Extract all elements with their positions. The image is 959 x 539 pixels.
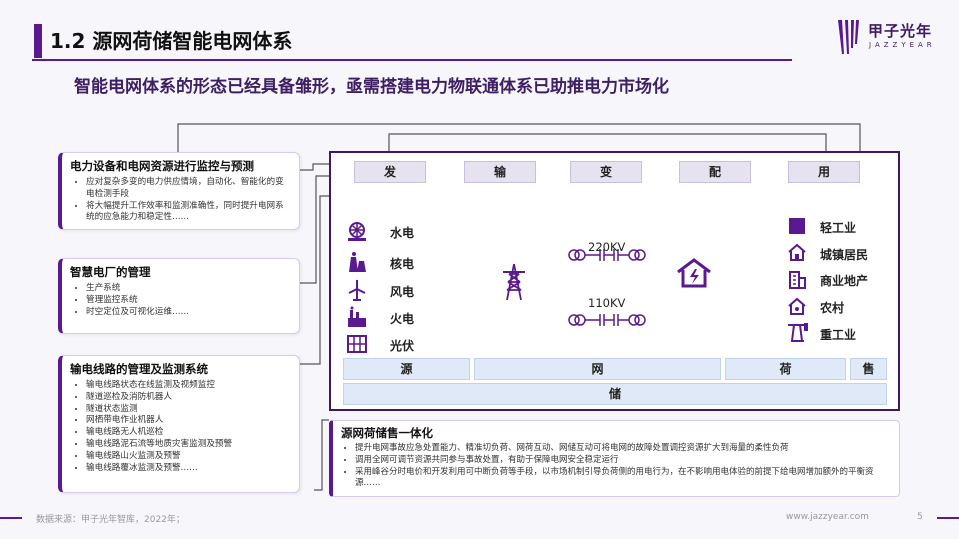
consumer-label-light-industry: 轻工业 [820, 221, 857, 235]
stage-transmit: 输 [464, 161, 536, 183]
panel-item: 生产系统 [86, 283, 291, 295]
panel-item: 输电线路山火监测及预警 [86, 451, 291, 463]
consumer-label-rural: 农村 [820, 301, 845, 315]
solar-panel-icon [347, 335, 367, 353]
voltage-220: 220KV [588, 240, 626, 254]
band-sale: 售 [850, 358, 887, 380]
commercial-building-icon [789, 271, 806, 289]
logo-mark-icon [838, 20, 859, 54]
transmission-tower-icon [503, 263, 525, 301]
gen-label-thermal: 火电 [390, 312, 415, 326]
rural-house-icon [788, 297, 806, 315]
brand-logo: 甲子光年 JAZZYEAR [836, 18, 946, 58]
panel-item: 输电线路无人机巡检 [86, 427, 291, 439]
voltage-110: 110KV [588, 296, 626, 310]
house-icon [788, 243, 806, 261]
transformer-220-icon [568, 249, 646, 261]
thermal-plant-icon [348, 306, 366, 327]
top-bracket-inner [388, 133, 827, 151]
consumer-label-heavy-industry: 重工业 [820, 328, 857, 342]
hydro-dam-icon [348, 222, 366, 241]
page-title: 1.2 源网荷储智能电网体系 [50, 29, 293, 53]
consumer-label-urban: 城镇居民 [820, 248, 869, 262]
stage-consume: 用 [788, 161, 860, 183]
panel-item: 管理监控系统 [86, 295, 291, 307]
footer-url[interactable]: www.jazzyear.com [786, 512, 869, 522]
stage-distribute: 配 [679, 161, 751, 183]
gen-label-nuclear: 核电 [390, 257, 415, 271]
band-storage: 储 [343, 383, 887, 405]
panel-title: 智慧电厂的管理 [70, 265, 151, 279]
band-grid: 网 [474, 358, 721, 380]
smart-grid-hub-icon [677, 258, 711, 288]
gen-label-wind: 风电 [390, 285, 415, 299]
panel1-connector [300, 163, 329, 171]
wind-turbine-icon [348, 280, 366, 301]
panel-item: 隧道状态监测 [86, 404, 291, 416]
gen-label-solar: 光伏 [390, 339, 415, 353]
slide-subtitle: 智能电网体系的形态已经具备雏形，亟需搭建电力物联通体系已助推电力市场化 [74, 77, 669, 97]
panel-item: 时空定位及可视化运维…… [86, 307, 291, 319]
panel3-connector [300, 195, 329, 365]
smart-plant-panel: 智慧电厂的管理 生产系统 管理监控系统 时空定位及可视化运维…… [58, 258, 300, 334]
light-industry-icon [789, 218, 805, 234]
panel-title: 电力设备和电网资源进行监控与预测 [70, 159, 254, 173]
footer-accent-right [937, 517, 959, 519]
panel-item: 输电线路覆冰监测及预警…… [86, 463, 291, 475]
monitoring-panel: 电力设备和电网资源进行监控与预测 应对复杂多变的电力供应情境，自动化、智能化的变… [58, 152, 300, 230]
title-accent-bar [34, 24, 42, 58]
panel-item: 采用峰谷分时电价和开发利用可中断负荷等手段，以市场机制引导负荷侧的用电行为，在不… [355, 467, 891, 491]
panel-item: 输电线路泥石流等地质灾害监测及预警 [86, 439, 291, 451]
nuclear-plant-icon [349, 252, 366, 272]
panel-item: 应对复杂多变的电力供应情境，自动化、智能化的变电检测手段 [86, 177, 291, 201]
transformer-110-icon [568, 314, 646, 326]
transmission-panel: 输电线路的管理及监测系统 输电线路状态在线监测及视频监控 隧道巡检及消防机器人 … [58, 355, 300, 493]
panel-item: 隧道巡检及消防机器人 [86, 392, 291, 404]
title-underline [32, 59, 792, 61]
bottom-connector [314, 419, 329, 491]
data-source: 数据来源：甲子光年智库，2022年； [36, 515, 185, 525]
band-load: 荷 [725, 358, 846, 380]
heavy-industry-icon [788, 323, 808, 342]
panel-item: 将大幅提升工作效率和监测准确性，同时提升电网系统的应急能力和稳定性…… [86, 201, 291, 225]
stage-transform: 变 [570, 161, 642, 183]
panel-title: 输电线路的管理及监测系统 [70, 362, 208, 376]
logo-subtext: JAZZYEAR [869, 41, 936, 49]
consumer-label-commercial: 商业地产 [820, 274, 869, 288]
panel2-connector [300, 175, 329, 284]
panel-title: 源网荷储售一体化 [341, 426, 433, 440]
logo-name: 甲子光年 [868, 22, 933, 40]
footer-accent-left [0, 517, 22, 519]
stage-generate: 发 [354, 161, 426, 183]
integration-panel: 源网荷储售一体化 提升电网事故应急处置能力、精准切负荷、网荷互动、网储互动可将电… [329, 420, 900, 497]
panel-item: 网栖带电作业机器人 [86, 415, 291, 427]
panel-item: 输电线路状态在线监测及视频监控 [86, 380, 291, 392]
page-number: 5 [917, 512, 923, 522]
top-bracket [177, 123, 861, 152]
gen-label-hydro: 水电 [390, 226, 415, 240]
panel-item: 调用全网可调节资源共同参与事故处置，有助于保障电网安全稳定运行 [355, 455, 891, 467]
band-source: 源 [343, 358, 470, 380]
panel-item: 提升电网事故应急处置能力、精准切负荷、网荷互动、网储互动可将电网的故障处置调控资… [355, 443, 891, 455]
